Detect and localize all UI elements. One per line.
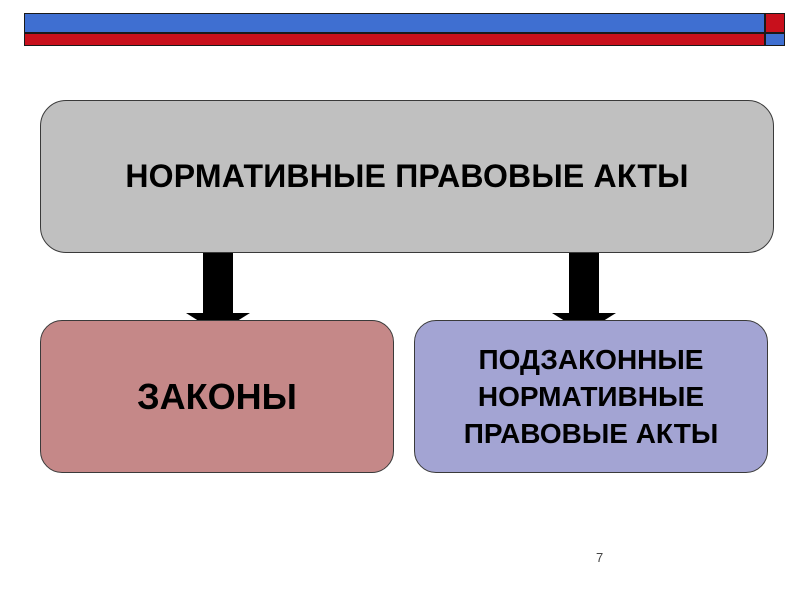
child-node-bylaws-line-3: ПРАВОВЫЕ АКТЫ xyxy=(463,418,719,450)
arrow-down-right xyxy=(552,253,616,333)
header-bar-blue xyxy=(24,13,765,33)
header-square-red xyxy=(765,13,785,33)
root-node-normative-acts: НОРМАТИВНЫЕ ПРАВОВЫЕ АКТЫ xyxy=(40,100,774,253)
page-number: 7 xyxy=(596,550,604,565)
child-node-bylaws: ПОДЗАКОННЫЕ НОРМАТИВНЫЕ ПРАВОВЫЕ АКТЫ xyxy=(414,320,768,473)
root-node-label: НОРМАТИВНЫЕ ПРАВОВЫЕ АКТЫ xyxy=(125,158,689,194)
child-node-bylaws-line-1: ПОДЗАКОННЫЕ xyxy=(478,343,704,375)
child-node-bylaws-label: ПОДЗАКОННЫЕ НОРМАТИВНЫЕ ПРАВОВЫЕ АКТЫ xyxy=(464,341,718,453)
child-node-laws: ЗАКОНЫ xyxy=(40,320,394,473)
child-node-laws-label: ЗАКОНЫ xyxy=(137,375,297,417)
header-square-blue xyxy=(765,33,785,46)
child-node-bylaws-line-2: НОРМАТИВНЫЕ xyxy=(477,380,705,412)
header-bar-red xyxy=(24,33,765,46)
